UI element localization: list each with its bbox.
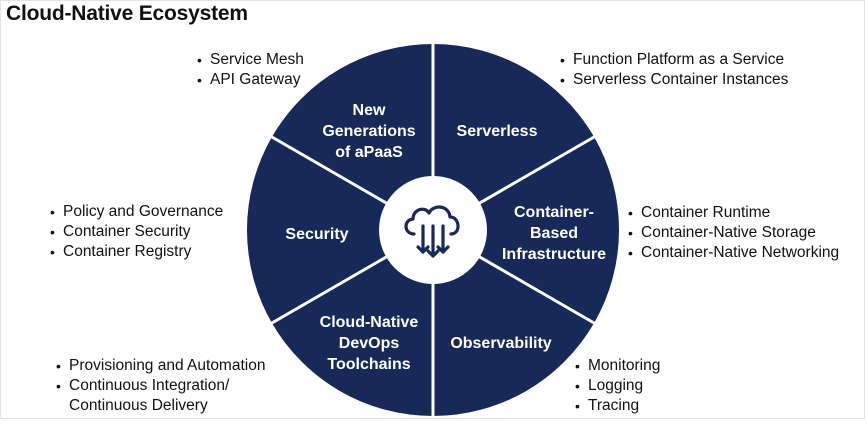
segment-label-line: of aPaaS — [335, 144, 403, 161]
segment-label-line: DevOps — [339, 335, 400, 352]
segment-new-generations-apaas — [271, 43, 433, 230]
bullet-item: Service Mesh — [197, 50, 304, 70]
segment-observability — [433, 230, 595, 416]
bullet-item: Container-Native Storage — [628, 223, 839, 243]
bullet-list-security: Policy and Governance Container Security… — [50, 202, 223, 262]
bullet-item: Function Platform as a Service — [560, 50, 788, 70]
segment-serverless-label: Serverless — [457, 123, 538, 140]
bullet-item: Logging — [575, 376, 660, 396]
segment-label-line: Security — [285, 226, 348, 243]
bullet-item: Container Runtime — [628, 203, 839, 223]
bullet-item: API Gateway — [197, 70, 304, 90]
bullet-list-infrastructure: Container Runtime Container-Native Stora… — [628, 203, 839, 263]
diagram-title: Cloud-Native Ecosystem — [6, 2, 248, 25]
bullet-item: Tracing — [575, 396, 660, 416]
segment-label-line: Serverless — [457, 123, 538, 140]
segment-label-line: Infrastructure — [502, 246, 606, 263]
segment-label-line: Generations — [322, 123, 415, 140]
segment-label-line: Container- — [514, 204, 594, 221]
bullet-item: Monitoring — [575, 356, 660, 376]
segment-label-line: Based — [530, 225, 578, 242]
segment-observability-label: Observability — [450, 335, 551, 352]
segment-serverless — [433, 43, 595, 230]
bullet-list-apaas: Service Mesh API Gateway — [197, 50, 304, 90]
cloud-download-icon — [404, 205, 460, 258]
bullet-list-devops: Provisioning and Automation Continuous I… — [56, 356, 265, 416]
bullet-list-observability: Monitoring Logging Tracing — [575, 356, 660, 416]
bullet-item bullet-continuation: Continuous Delivery — [69, 397, 208, 414]
bullet-item: Continuous Integration/ — [56, 376, 265, 396]
bullet-item: Container-Native Networking — [628, 243, 839, 263]
segment-label-line: Toolchains — [327, 356, 410, 373]
bullet-item: Container Security — [50, 222, 223, 242]
bullet-list-serverless: Function Platform as a Service Serverles… — [560, 50, 788, 90]
bullet-item: Serverless Container Instances — [560, 70, 788, 90]
segment-label-line: Observability — [450, 335, 551, 352]
bullet-item: Policy and Governance — [50, 202, 223, 222]
segment-label-line: Cloud-Native — [320, 314, 419, 331]
segment-container-infrastructure — [433, 137, 620, 323]
segment-devops-toolchains — [271, 230, 433, 416]
segment-security — [246, 137, 433, 323]
segment-label-line: New — [353, 102, 386, 119]
segment-security-label: Security — [285, 226, 348, 243]
bullet-item: Provisioning and Automation — [56, 356, 265, 376]
bullet-item: Container Registry — [50, 242, 223, 262]
